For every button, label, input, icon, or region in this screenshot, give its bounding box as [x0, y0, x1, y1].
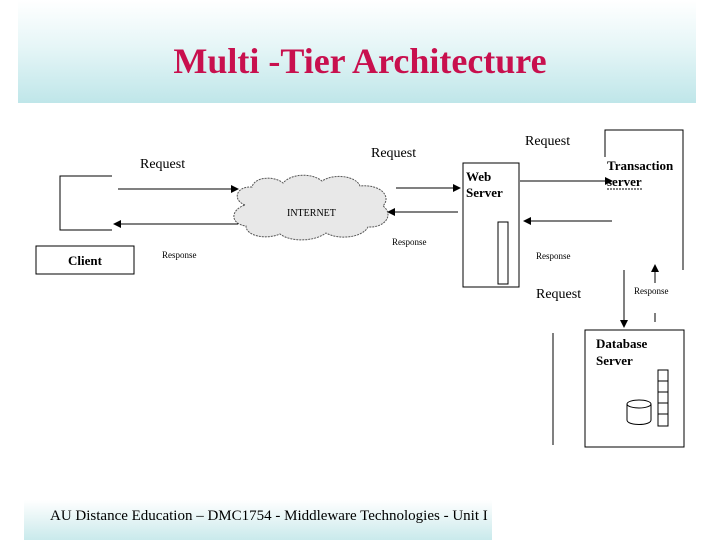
footer-band — [24, 500, 492, 540]
transaction-server-node: Transaction server — [604, 129, 684, 270]
response-label-1: Response — [162, 250, 197, 260]
transaction-server-label-line1: Transaction — [607, 158, 674, 173]
request-label-1: Request — [140, 157, 185, 172]
response-label-4: Response — [634, 286, 669, 296]
request-label-4: Request — [536, 287, 581, 302]
database-server-label-line1: Database — [596, 336, 648, 351]
database-rack-icon — [657, 369, 669, 427]
response-label-3: Response — [536, 251, 571, 261]
client-terminal-outline — [59, 175, 112, 231]
web-server-label-line1: Web — [466, 169, 491, 184]
response-label-2: Response — [392, 237, 427, 247]
request-label-3: Request — [525, 134, 570, 149]
transaction-server-label-line2: server — [607, 174, 642, 189]
slide-title: Multi -Tier Architecture — [173, 41, 547, 81]
web-server-node: Web Server — [462, 162, 520, 288]
database-cylinder-icon — [626, 399, 652, 425]
web-server-slot — [497, 221, 509, 285]
database-server-label-line2: Server — [596, 353, 633, 368]
title-band — [18, 0, 696, 103]
slide-footer: AU Distance Education – DMC1754 - Middle… — [50, 508, 488, 524]
internet-label: INTERNET — [287, 208, 336, 219]
internet-cloud: INTERNET — [233, 174, 389, 241]
database-server-node: Database Server — [584, 329, 685, 448]
client-node: Client — [35, 245, 135, 275]
web-server-label-line2: Server — [466, 185, 503, 200]
client-label: Client — [68, 253, 103, 268]
request-label-2: Request — [371, 146, 416, 161]
